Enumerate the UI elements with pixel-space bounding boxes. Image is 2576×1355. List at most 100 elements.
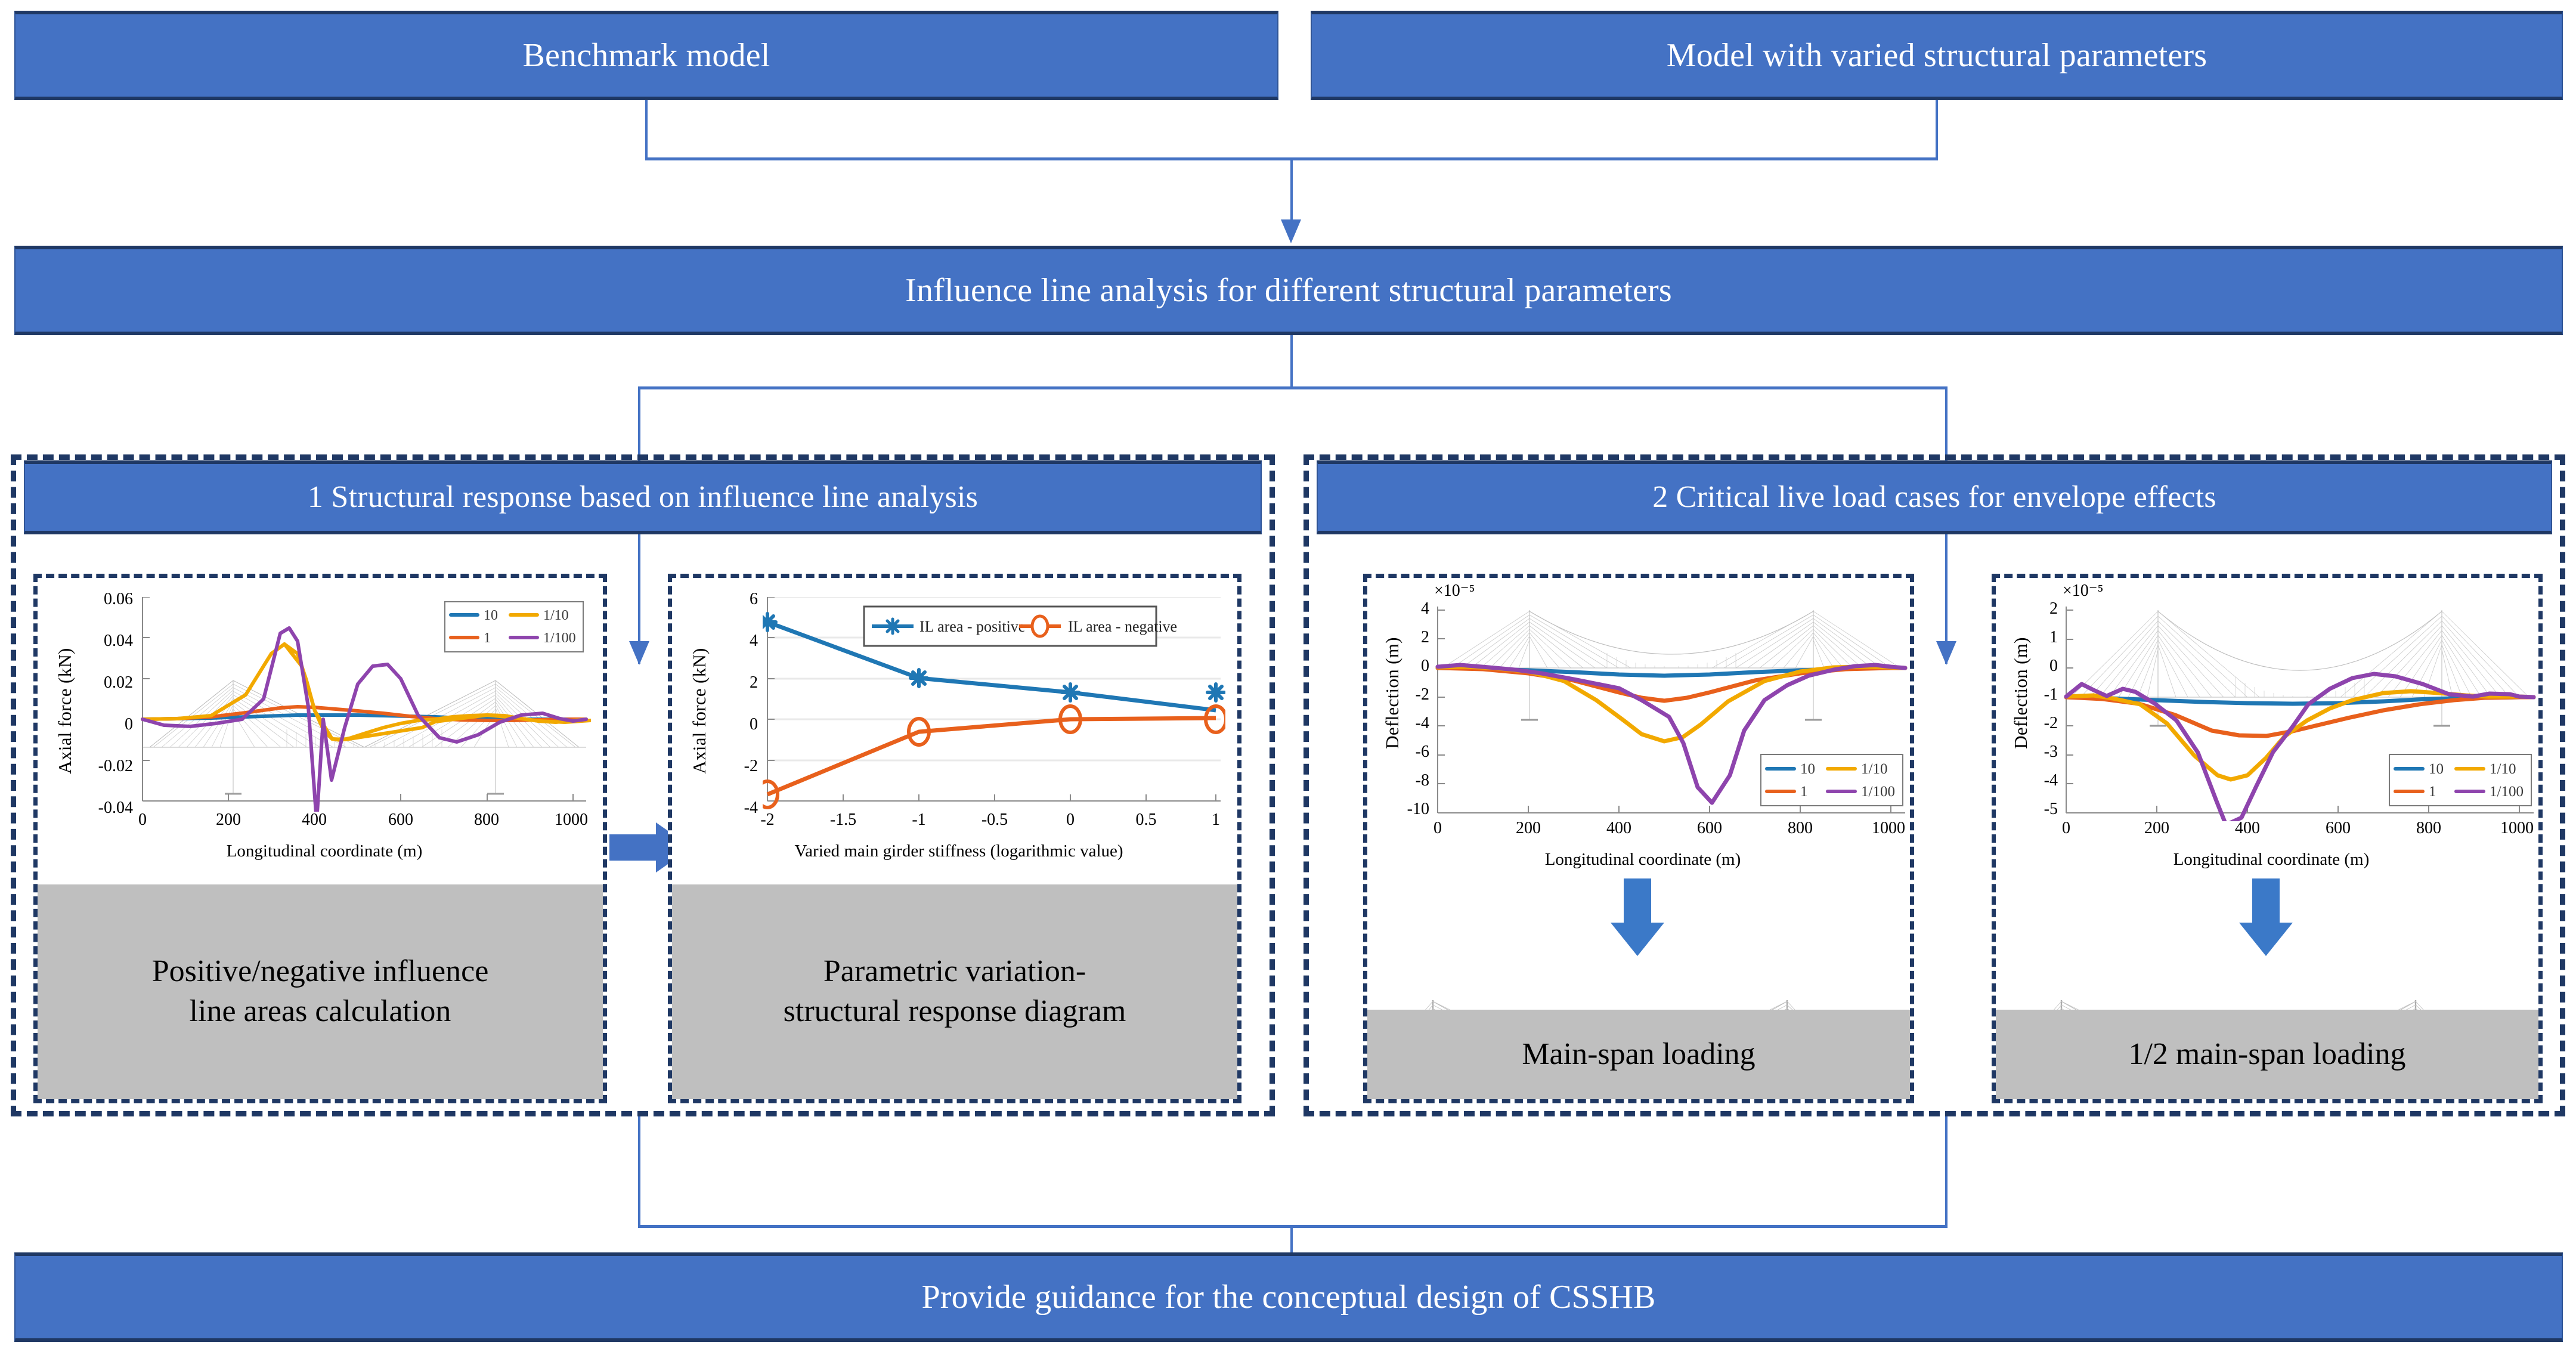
chart1-plot: 10 1/10 1 1/100 (141, 597, 591, 812)
influence-line-analysis-box[interactable]: Influence line analysis for different st… (14, 246, 2563, 335)
svg-text:1: 1 (2429, 784, 2436, 800)
fat-down-arrow-icon-half-span (2239, 878, 2293, 956)
chart4-y-tick: -3 (2044, 743, 2058, 761)
card-half-main-span-loading: Deflection (m) ×10⁻⁵ 2 1 0 -1 -2 -3 -4 -… (1992, 574, 2543, 1103)
chart3-y-tick: 4 (1421, 599, 1429, 618)
chart4-x-axis-label: Longitudinal coordinate (m) (2173, 850, 2370, 869)
chart2-x-tick: -1 (912, 810, 926, 829)
chart1-y-tick: -0.04 (98, 799, 133, 817)
chart1-x-axis-label: Longitudinal coordinate (m) (226, 842, 423, 861)
card4-caption-line1: 1/2 main-span loading (2128, 1037, 2406, 1071)
chart1-y-tick: 0.06 (104, 590, 133, 608)
chart1-x-tick: 400 (302, 810, 327, 829)
connector-line-panel1-bottom (638, 1116, 640, 1227)
connector-line-right-down (1936, 100, 1938, 160)
chart3-exponent-note: ×10⁻⁵ (1434, 581, 1475, 600)
flow-arrow-icon-to-middle (1281, 219, 1301, 243)
chart3-y-tick: -10 (1407, 800, 1429, 818)
panel-structural-response (11, 454, 1275, 1116)
card3-caption-line1: Main-span loading (1522, 1037, 1755, 1071)
varied-parameters-model-box[interactable]: Model with varied structural parameters (1311, 11, 2563, 100)
chart4-x-tick: 0 (2062, 819, 2070, 837)
chart3-y-tick: -8 (1415, 771, 1429, 790)
chart3-y-tick: -4 (1415, 714, 1429, 732)
svg-text:1/10: 1/10 (1861, 761, 1887, 777)
chart3-y-tick: -6 (1415, 743, 1429, 761)
connector-line-bottom-horizontal (638, 1225, 1948, 1228)
chart4-y-tick: 2 (2049, 599, 2058, 618)
chart3-y-tick: -2 (1415, 685, 1429, 704)
chart3-x-tick: 600 (1697, 819, 1722, 837)
chart1-y-tick: 0.04 (104, 632, 133, 650)
chart2-x-tick: -2 (760, 810, 775, 829)
svg-text:IL area - positive: IL area - positive (919, 618, 1025, 635)
svg-text:1: 1 (1800, 784, 1808, 800)
svg-text:1/100: 1/100 (1861, 784, 1895, 800)
chart2-x-tick: 0.5 (1135, 810, 1157, 829)
chart1-x-tick: 800 (474, 810, 499, 829)
chart4-plot: 10 1/10 1 1/100 (2064, 607, 2536, 821)
fat-down-arrow-icon-main-span (1611, 878, 1664, 956)
chart1-x-tick: 600 (388, 810, 413, 829)
chart4-x-tick: 800 (2416, 819, 2441, 837)
panel2-header-label: 2 Critical live load cases for envelope … (1652, 479, 2216, 514)
chart3-y-tick: 2 (1421, 628, 1429, 646)
svg-text:IL area - negative: IL area - negative (1068, 618, 1177, 635)
chart3-x-tick: 0 (1433, 819, 1442, 837)
influence-line-analysis-label: Influence line analysis for different st… (905, 271, 1672, 309)
chart2-x-tick: -0.5 (981, 810, 1008, 829)
conceptual-design-guidance-label: Provide guidance for the conceptual desi… (921, 1278, 1656, 1316)
card1-caption-line1: Positive/negative influence (151, 954, 489, 989)
svg-text:1/100: 1/100 (543, 630, 576, 646)
chart3-x-tick: 400 (1606, 819, 1631, 837)
chart2-y-tick: 0 (750, 715, 758, 734)
connector-line-bottom-down (1290, 1225, 1293, 1262)
chart2-plot: IL area - positive IL area - negative (763, 597, 1225, 809)
svg-text:1/100: 1/100 (2490, 784, 2524, 800)
chart4-y-tick: -1 (2044, 685, 2058, 704)
connector-line-panel2-bottom (1945, 1116, 1948, 1227)
chart3-x-tick: 200 (1516, 819, 1541, 837)
card1-caption-line2: line areas calculation (189, 994, 451, 1028)
chart2-x-axis-label: Varied main girder stiffness (logarithmi… (794, 842, 1123, 861)
panel2-header-box[interactable]: 2 Critical live load cases for envelope … (1317, 460, 2552, 534)
chart1-y-tick: -0.02 (98, 757, 133, 775)
flow-arrow-icon-to-panel1 (629, 641, 649, 665)
connector-line-split-horizontal (638, 386, 1948, 389)
card2-caption-line2: structural response diagram (783, 994, 1126, 1028)
chart3-x-tick: 800 (1788, 819, 1813, 837)
conceptual-design-guidance-box[interactable]: Provide guidance for the conceptual desi… (14, 1252, 2563, 1342)
card2-caption: Parametric variation- structural respons… (672, 884, 1237, 1099)
svg-text:10: 10 (2429, 761, 2444, 777)
panel1-header-box[interactable]: 1 Structural response based on influence… (24, 460, 1262, 534)
chart3-y-tick: 0 (1421, 657, 1429, 675)
chart2-y-tick: 2 (750, 673, 758, 692)
panel-critical-live-load (1304, 454, 2565, 1116)
chart4-y-tick: -4 (2044, 771, 2058, 790)
chart1-x-tick: 1000 (555, 810, 588, 829)
chart2-y-tick: 4 (750, 632, 758, 650)
benchmark-model-box[interactable]: Benchmark model (14, 11, 1278, 100)
chart4-x-tick: 1000 (2500, 819, 2534, 837)
svg-text:10: 10 (484, 608, 498, 623)
varied-parameters-model-label: Model with varied structural parameters (1666, 36, 2207, 74)
card2-caption-line1: Parametric variation- (823, 954, 1086, 989)
panel1-header-label: 1 Structural response based on influence… (307, 479, 979, 514)
chart1-y-tick: 0 (125, 715, 133, 734)
chart2-x-tick: -1.5 (829, 810, 857, 829)
svg-text:1/10: 1/10 (543, 608, 569, 623)
card-influence-line-areas: Axial force (kN) 0.06 0.04 0.02 0 -0.02 … (33, 574, 607, 1103)
chart4-x-tick: 400 (2235, 819, 2260, 837)
card4-caption: 1/2 main-span loading (1996, 1010, 2538, 1099)
chart2-x-tick: 1 (1212, 810, 1220, 829)
svg-text:1/10: 1/10 (2490, 761, 2516, 777)
chart2-y-tick: -2 (744, 757, 758, 775)
chart4-y-tick: -2 (2044, 714, 2058, 732)
svg-text:1: 1 (484, 630, 491, 646)
chart3-x-axis-label: Longitudinal coordinate (m) (1544, 850, 1741, 869)
chart4-exponent-note: ×10⁻⁵ (2063, 581, 2104, 600)
flow-arrow-icon-to-panel2 (1936, 641, 1956, 665)
chart4-x-tick: 200 (2144, 819, 2169, 837)
chart4-y-tick: 0 (2049, 657, 2058, 675)
